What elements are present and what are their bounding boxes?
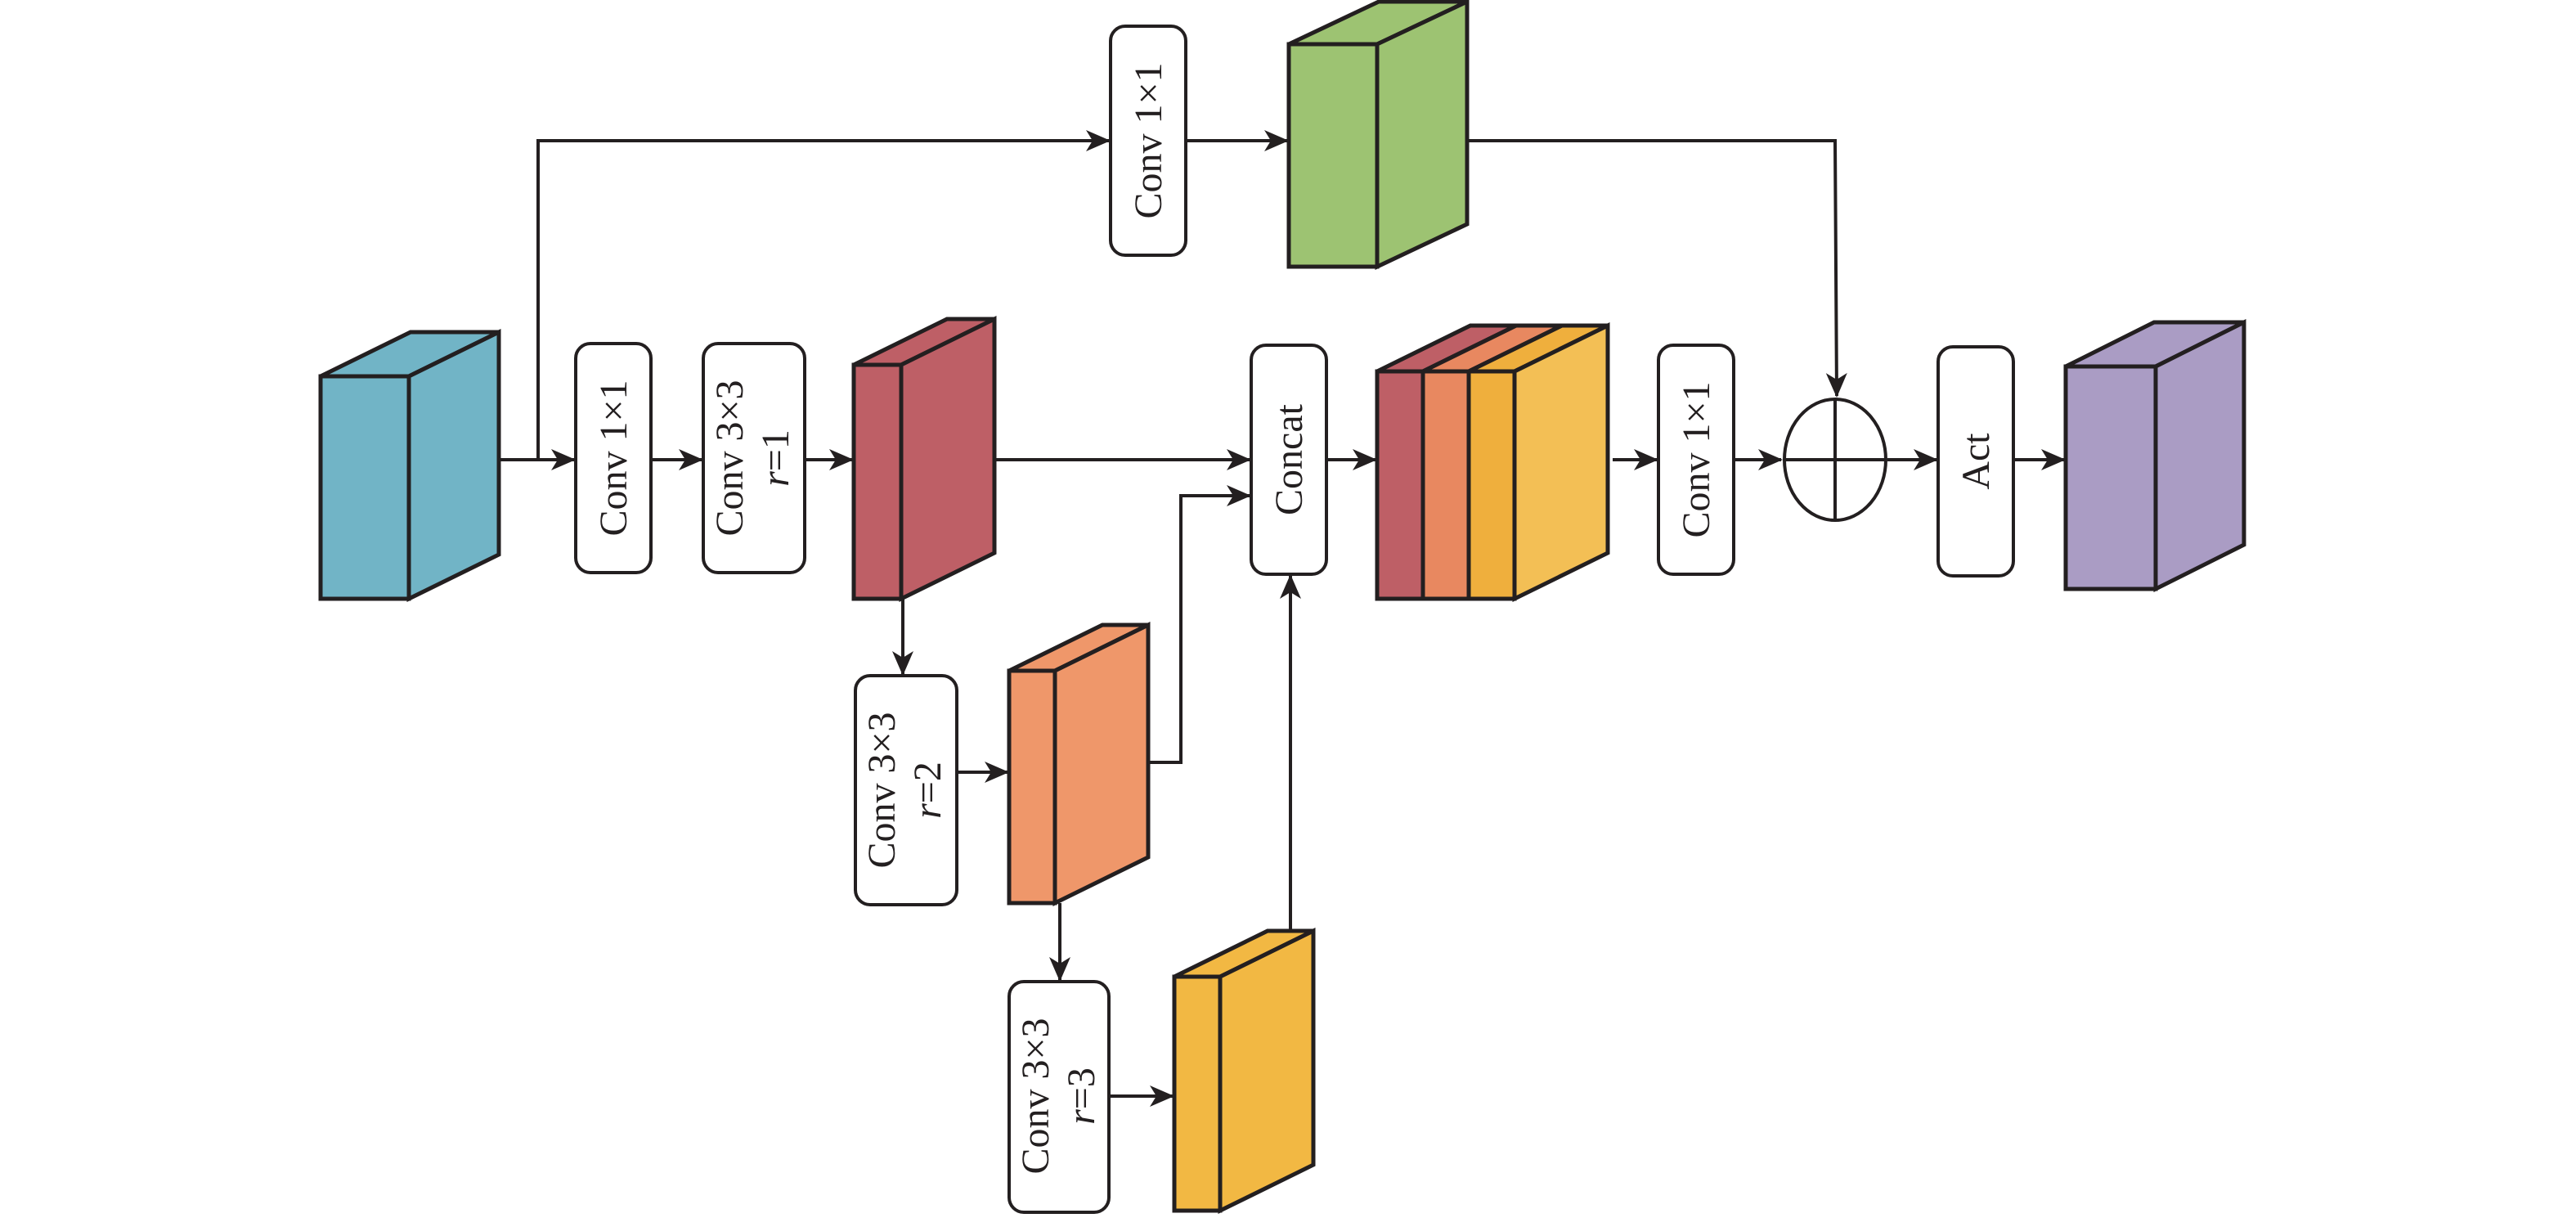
conv-r2-label-line1: Conv 3×3 <box>860 712 904 868</box>
concat-box[interactable] <box>1250 344 1328 576</box>
input-feature-map-front-face <box>318 374 411 601</box>
input-feature-map <box>318 328 501 603</box>
concat-slab-2-front-face <box>1420 369 1471 601</box>
shortcut-conv-label: Conv 1×1 <box>1127 62 1170 218</box>
concat-slab-4 <box>1512 321 1610 603</box>
post-conv1x1-label: Conv 1×1 <box>1675 381 1718 537</box>
main-conv1x1-box[interactable] <box>574 342 653 574</box>
conv-r2-box[interactable] <box>854 674 958 906</box>
post-conv1x1-box[interactable] <box>1657 344 1735 576</box>
branch-r1-feature-map-side-face <box>899 315 997 603</box>
branch-r1-feature-map-front-face <box>851 362 904 601</box>
node-conv-r1[interactable]: Conv 3×3 r=1 <box>702 342 806 574</box>
act-label: Act <box>1954 433 1998 490</box>
shortcut-feature-map <box>1286 0 1470 270</box>
branch-r2-feature-map <box>1007 621 1151 907</box>
node-post-conv1x1[interactable]: Conv 1×1 <box>1657 344 1735 576</box>
conv-r3-label-line1: Conv 3×3 <box>1014 1018 1057 1174</box>
node-conv-r2[interactable]: Conv 3×3 r=2 <box>854 674 958 906</box>
shortcut-conv-box[interactable] <box>1109 25 1187 257</box>
edge-input-to-shortcut-conv <box>536 130 1111 460</box>
conv-r1-label-line1: Conv 3×3 <box>708 380 752 536</box>
concat-label: Concat <box>1268 403 1311 515</box>
conv-r3-box[interactable] <box>1008 980 1111 1214</box>
shortcut-feature-map-front-face <box>1286 42 1380 269</box>
output-feature-map <box>2063 318 2246 593</box>
concatenated-feature-map <box>1375 321 1610 603</box>
conv-r1-label-line2: r=1 <box>754 429 797 487</box>
node-main-conv1x1[interactable]: Conv 1×1 <box>574 342 653 574</box>
node-shortcut-conv[interactable]: Conv 1×1 <box>1109 25 1187 257</box>
shortcut-feature-map-side-face <box>1375 0 1470 270</box>
concat-slab-4-side-face <box>1512 321 1610 603</box>
input-feature-map-side-face <box>406 328 501 603</box>
act-box[interactable] <box>1936 345 2015 578</box>
branch-r2-feature-map-side-face <box>1052 621 1151 907</box>
edge-shortcut-to-add <box>1467 139 1847 398</box>
edge-orange-to-concat <box>1148 485 1251 764</box>
conv-r3-label-line2: r=3 <box>1060 1067 1103 1125</box>
concat-slab-1-front-face <box>1375 369 1425 601</box>
feature-maps <box>318 0 2246 1215</box>
node-concat[interactable]: Concat <box>1250 344 1328 576</box>
main-conv1x1-label: Conv 1×1 <box>592 380 635 536</box>
conv-r2-label-line2: r=2 <box>906 762 949 819</box>
node-add[interactable] <box>1783 398 1887 522</box>
conv-r1-box[interactable] <box>702 342 806 574</box>
node-act[interactable]: Act <box>1936 345 2015 578</box>
node-conv-r3[interactable]: Conv 3×3 r=3 <box>1008 980 1111 1214</box>
branch-r2-feature-map-front-face <box>1007 668 1057 906</box>
output-feature-map-side-face <box>2153 318 2246 593</box>
concat-slab-3-front-face <box>1466 369 1517 601</box>
edges <box>499 130 2066 1107</box>
concat-slab-1 <box>1375 323 1518 601</box>
branch-r3-feature-map <box>1172 927 1316 1215</box>
branch-r3-feature-map-front-face <box>1172 974 1223 1213</box>
branch-r3-feature-map-side-face <box>1218 927 1316 1215</box>
output-feature-map-front-face <box>2063 364 2158 591</box>
branch-r1-feature-map <box>851 315 997 603</box>
